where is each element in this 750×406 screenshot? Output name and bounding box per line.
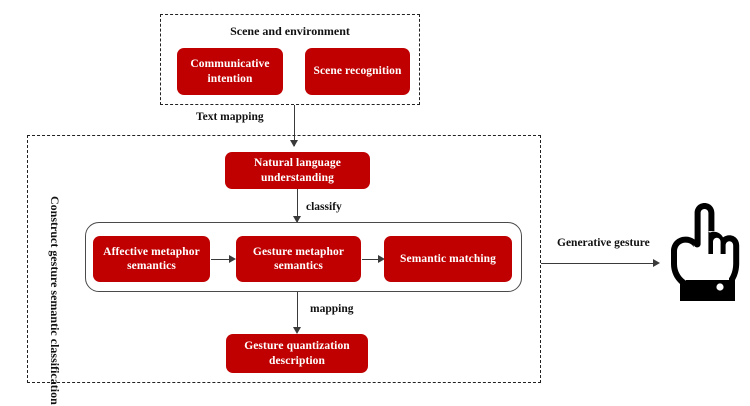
connector-generative-gesture-line: [541, 263, 655, 264]
edge-label-text-mapping: Text mapping: [196, 111, 264, 123]
box-affective-metaphor-semantics[interactable]: Affective metaphor semantics: [93, 236, 210, 282]
scene-and-environment-title: Scene and environment: [230, 24, 350, 38]
connector-gesture-to-matching-line: [362, 259, 379, 260]
connector-affective-to-gesture-line: [211, 259, 230, 260]
connector-text-mapping-arrowhead: [289, 140, 298, 147]
connector-mapping-line: [297, 292, 298, 332]
edge-label-mapping: mapping: [310, 303, 354, 315]
connector-mapping-arrowhead: [292, 327, 301, 334]
box-communicative-intention[interactable]: Communicative intention: [177, 48, 283, 95]
edge-label-generative-gesture: Generative gesture: [557, 237, 650, 249]
connector-generative-gesture-arrowhead: [653, 258, 660, 267]
connector-classify-line: [297, 189, 298, 222]
connector-affective-to-gesture-arrowhead: [229, 254, 236, 263]
connector-gesture-to-matching-arrowhead: [378, 254, 385, 263]
scene-and-environment-group: [160, 14, 420, 105]
box-gesture-metaphor-semantics[interactable]: Gesture metaphor semantics: [236, 236, 361, 282]
construct-gesture-semantic-classification-title: Construct gesture semantic classificatio…: [48, 196, 62, 405]
box-natural-language-understanding[interactable]: Natural language understanding: [225, 152, 370, 189]
connector-text-mapping-line: [294, 105, 295, 146]
construct-gesture-semantic-classification-group: [27, 135, 541, 383]
pointing-hand-icon: [668, 200, 742, 304]
edge-label-classify: classify: [306, 201, 342, 213]
box-gesture-quantization-description[interactable]: Gesture quantization description: [226, 334, 368, 373]
box-scene-recognition[interactable]: Scene recognition: [305, 48, 410, 95]
semantic-processing-subgroup: [85, 222, 522, 292]
box-semantic-matching[interactable]: Semantic matching: [384, 236, 512, 282]
connector-classify-arrowhead: [292, 216, 301, 223]
